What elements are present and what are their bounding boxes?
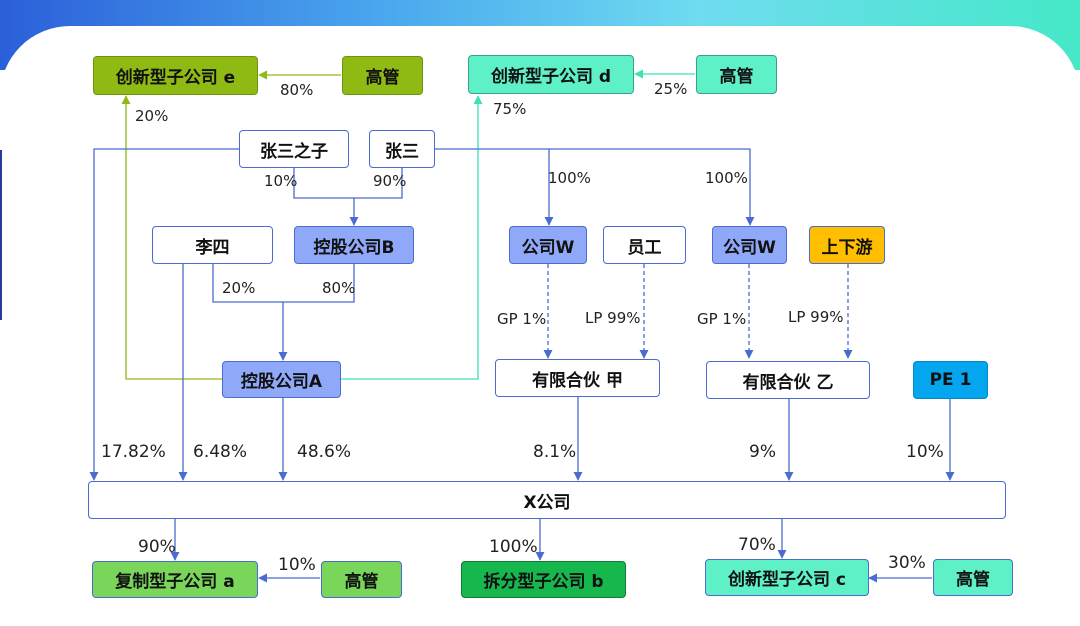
node-exec-a: 高管 bbox=[321, 561, 402, 598]
node-exec-e: 高管 bbox=[342, 56, 423, 95]
label-w2-gp: GP 1% bbox=[697, 310, 747, 328]
node-exec-c: 高管 bbox=[933, 559, 1013, 596]
label-w1-gp: GP 1% bbox=[497, 310, 547, 328]
label-x-to-sub-b: 100% bbox=[489, 537, 538, 557]
label-lp-yi-to-x: 9% bbox=[749, 442, 776, 462]
edge-zhangsan-to-holding-b bbox=[349, 168, 403, 226]
label-a-to-sub-e: 20% bbox=[135, 107, 169, 125]
node-exec-d: 高管 bbox=[696, 55, 777, 94]
connector-lines bbox=[89, 69, 955, 583]
edge-son-to-x bbox=[89, 148, 239, 481]
edge-holding-a-to-sub-d bbox=[340, 95, 483, 380]
label-lisi-to-x: 6.48% bbox=[193, 442, 248, 462]
label-employees-lp: LP 99% bbox=[585, 309, 641, 327]
node-company-x: X公司 bbox=[88, 481, 1006, 519]
node-sub-c: 创新型子公司 c bbox=[705, 559, 869, 596]
label-pe-to-x: 10% bbox=[906, 442, 944, 462]
label-a-to-sub-d: 75% bbox=[493, 100, 527, 118]
node-zhangsan: 张三 bbox=[369, 130, 435, 168]
label-exec-to-sub-a: 10% bbox=[278, 555, 316, 575]
node-company-w2: 公司W bbox=[712, 226, 787, 264]
edge-son-to-holding-b bbox=[293, 168, 354, 199]
node-sub-d: 创新型子公司 d bbox=[468, 55, 634, 94]
label-lisi-to-holding-a: 20% bbox=[222, 279, 256, 297]
node-holding-b: 控股公司B bbox=[294, 226, 414, 264]
label-exec-to-sub-d: 25% bbox=[654, 80, 688, 98]
node-lp-yi: 有限合伙 乙 bbox=[706, 361, 870, 399]
label-x-to-sub-c: 70% bbox=[738, 535, 776, 555]
left-edge-strip bbox=[0, 150, 2, 320]
node-sub-a: 复制型子公司 a bbox=[92, 561, 258, 598]
node-sub-e: 创新型子公司 e bbox=[93, 56, 258, 95]
edge-lisi-to-holding-a bbox=[212, 264, 283, 303]
node-upstream: 上下游 bbox=[809, 226, 885, 264]
label-lp-jia-to-x: 8.1% bbox=[533, 442, 577, 462]
label-zhangsan-to-w1: 100% bbox=[548, 169, 591, 187]
label-x-to-sub-a: 90% bbox=[138, 537, 176, 557]
node-zhangsan-son: 张三之子 bbox=[239, 130, 349, 168]
label-exec-to-sub-c: 30% bbox=[888, 553, 926, 573]
edge-holding-a-to-sub-e bbox=[121, 95, 223, 380]
label-son-to-holding-b: 10% bbox=[264, 172, 298, 190]
node-company-w1: 公司W bbox=[509, 226, 587, 264]
label-holding-b-to-holding-a: 80% bbox=[322, 279, 356, 297]
label-zhangsan-to-holding-b: 90% bbox=[373, 172, 407, 190]
label-zhangsan-to-w2: 100% bbox=[705, 169, 748, 187]
label-exec-to-sub-e: 80% bbox=[280, 81, 314, 99]
node-employees: 员工 bbox=[603, 226, 686, 264]
node-lisi: 李四 bbox=[152, 226, 273, 264]
node-lp-jia: 有限合伙 甲 bbox=[495, 359, 660, 397]
edge-holding-b-to-holding-a bbox=[278, 264, 355, 361]
label-holding-a-to-x: 48.6% bbox=[297, 442, 352, 462]
node-holding-a: 控股公司A bbox=[222, 361, 341, 398]
node-pe1: PE 1 bbox=[913, 361, 988, 399]
label-upstream-lp: LP 99% bbox=[788, 308, 844, 326]
label-son-to-x: 17.82% bbox=[101, 442, 166, 462]
edge-zhangsan-to-w bbox=[435, 148, 755, 226]
node-sub-b: 拆分型子公司 b bbox=[461, 561, 626, 598]
